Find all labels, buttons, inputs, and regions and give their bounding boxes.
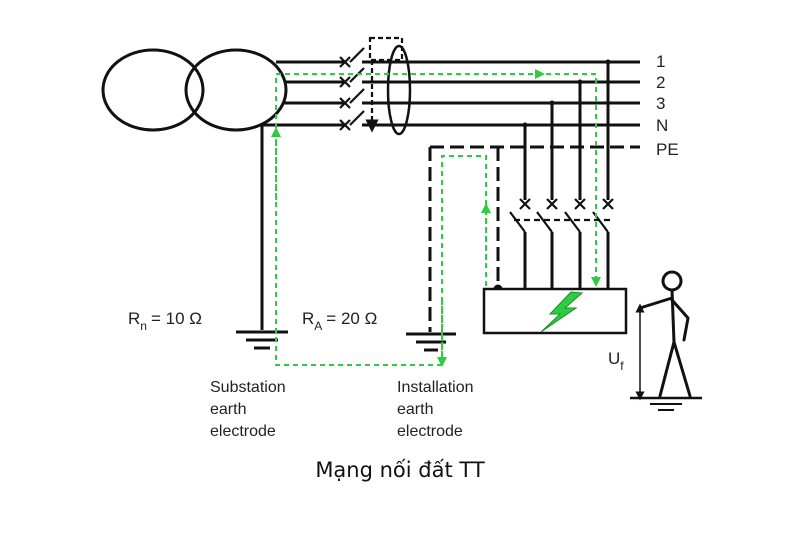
stick-figure-icon: [638, 270, 692, 398]
phase-label-n: N: [656, 116, 668, 135]
installation-electrode-label: Installation earth electrode: [397, 379, 474, 440]
svg-text:Installation: Installation: [397, 379, 474, 396]
phase-label-pe: PE: [656, 140, 679, 159]
touch-voltage-label: Uf: [608, 349, 624, 373]
installation-earth: [406, 332, 456, 352]
svg-text:earth: earth: [210, 401, 246, 418]
diagram-caption: Mạng nối đất TT: [315, 458, 485, 482]
earth-ground-icon: [650, 403, 682, 411]
substation-electrode-label: Substation earth electrode: [210, 379, 286, 440]
svg-text:electrode: electrode: [210, 423, 276, 440]
breaker-dashed-mechanism: [368, 36, 404, 62]
substation-earth: [236, 125, 288, 350]
phase-labels: 1 2 3 N PE: [656, 52, 679, 159]
phase-label-1: 1: [656, 52, 665, 71]
phase-label-2: 2: [656, 73, 665, 92]
device-breaker: [509, 198, 614, 289]
svg-text:earth: earth: [397, 401, 433, 418]
substation-resistance-label: Rn= 10 Ω: [128, 309, 202, 333]
main-breaker: [339, 36, 412, 136]
svg-text:electrode: electrode: [397, 423, 463, 440]
busbars: [262, 60, 640, 127]
installation-resistance-label: RA= 20 Ω: [302, 309, 377, 333]
svg-text:Substation: Substation: [210, 379, 286, 396]
drop-wires: [522, 59, 611, 200]
transformer: [101, 48, 288, 132]
phase-label-3: 3: [656, 94, 665, 113]
transformer-secondary-coil: [184, 48, 288, 132]
lightning-bolt-icon: [540, 291, 584, 333]
residual-current-sensor: [386, 44, 412, 136]
fault-current-path: [271, 69, 601, 367]
transformer-primary-coil: [101, 48, 205, 132]
